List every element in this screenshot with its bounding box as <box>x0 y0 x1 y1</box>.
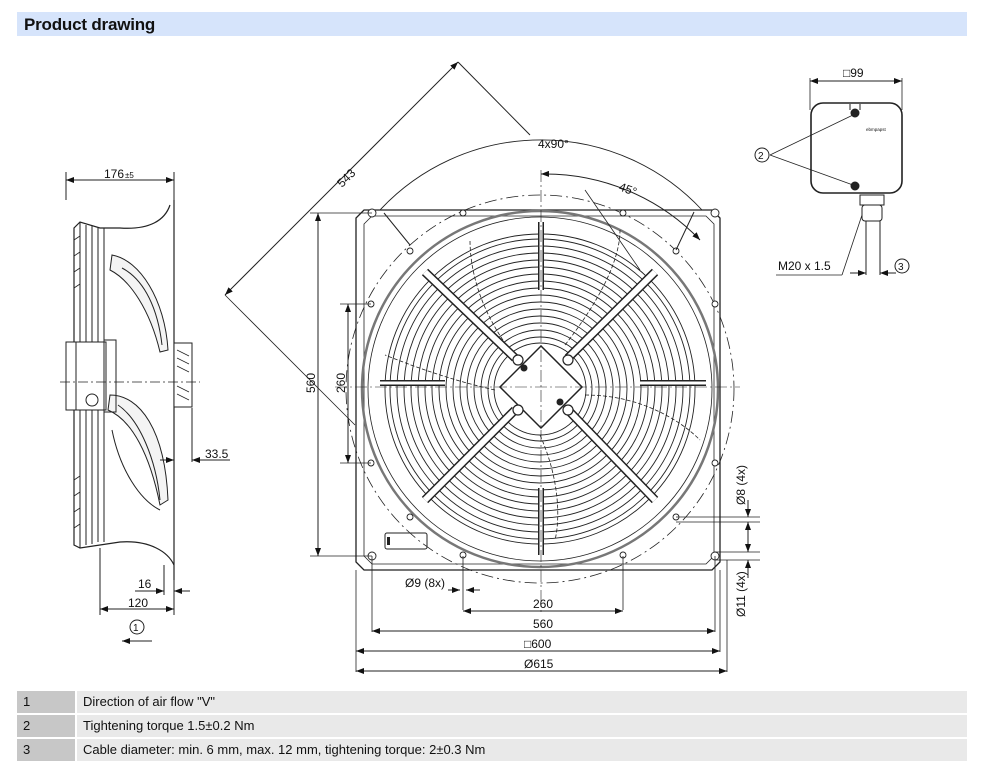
thread-label: M20 x 1.5 <box>778 259 831 273</box>
legend-row: 3 Cable diameter: min. 6 mm, max. 12 mm,… <box>17 739 967 761</box>
cable-marker: 3 <box>898 262 904 273</box>
legend-row: 2 Tightening torque 1.5±0.2 Nm <box>17 715 967 737</box>
terminal-box <box>754 78 910 276</box>
dim-bottom-560: 560 <box>533 617 553 631</box>
dim-hole-11: Ø11 (4x) <box>734 571 748 617</box>
legend-number: 1 <box>17 691 75 713</box>
side-view <box>60 172 230 644</box>
dim-diagonal: 543 <box>334 166 358 190</box>
legend-text: Cable diameter: min. 6 mm, max. 12 mm, t… <box>77 739 967 761</box>
dim-depth: 176 <box>104 167 124 181</box>
dim-hole-8: Ø8 (4x) <box>734 465 748 505</box>
legend-number: 3 <box>17 739 75 761</box>
box-dim-square: □99 <box>843 66 864 80</box>
legend-table: 1 Direction of air flow "V" 2 Tightening… <box>17 691 967 763</box>
brand-text: ebmpapst <box>866 127 887 132</box>
dim-grille-offset: 33.5 <box>205 447 229 461</box>
dim-hole-small: Ø9 (8x) <box>405 576 445 590</box>
front-view <box>224 61 760 674</box>
legend-text: Tightening torque 1.5±0.2 Nm <box>77 715 967 737</box>
legend-number: 2 <box>17 715 75 737</box>
dim-inner-height: 260 <box>334 373 348 393</box>
product-drawing: 176 ±5 33.5 16 120 1 <box>60 61 910 674</box>
section-title: Product drawing <box>24 15 156 34</box>
dim-flange: 16 <box>138 577 152 591</box>
dim-diameter: Ø615 <box>524 657 554 671</box>
dim-height: 560 <box>304 373 318 393</box>
dim-angle-offset: 45° <box>617 180 639 199</box>
dim-inlet: 120 <box>128 596 148 610</box>
legend-text: Direction of air flow "V" <box>77 691 967 713</box>
legend-row: 1 Direction of air flow "V" <box>17 691 967 713</box>
dim-depth-tolerance: ±5 <box>125 171 134 180</box>
airflow-marker: 1 <box>133 623 139 634</box>
section-header: Product drawing <box>17 12 967 36</box>
torque-marker: 2 <box>758 151 764 162</box>
dim-square: □600 <box>524 637 552 651</box>
dim-angle-pattern: 4x90° <box>538 137 569 151</box>
dim-bottom-inner: 260 <box>533 597 553 611</box>
